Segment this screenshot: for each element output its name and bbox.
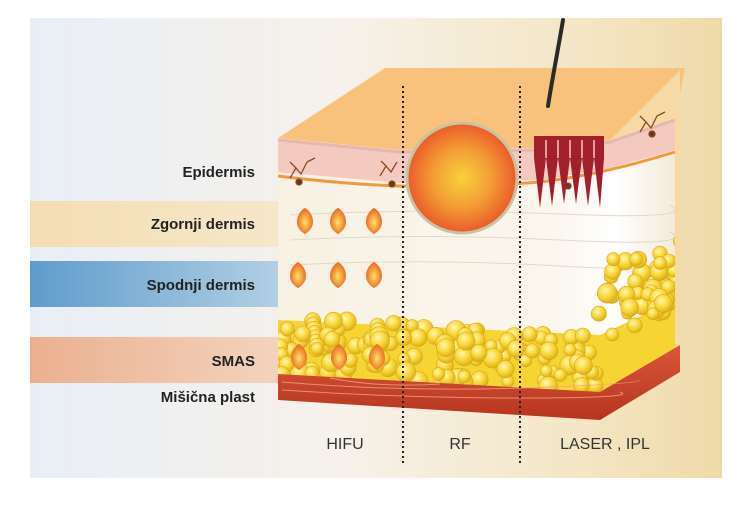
- hifu-thermal-points: [290, 208, 385, 370]
- lower-dermis-band: [30, 261, 300, 307]
- fat-cell: [521, 326, 538, 343]
- fat-cell: [606, 252, 621, 267]
- fat-cell: [539, 341, 559, 361]
- fat-cell: [605, 327, 620, 342]
- melanocytes: [289, 111, 666, 190]
- fat-cell: [673, 234, 675, 248]
- block-top-face: [278, 68, 685, 150]
- method-laser-ipl: LASER , IPL: [560, 436, 650, 453]
- label-smas: SMAS: [211, 353, 255, 370]
- laser-treatment-zone: [534, 136, 604, 208]
- method-hifu: HIFU: [326, 436, 364, 453]
- fat-cell: [653, 256, 667, 270]
- fat-cell: [620, 298, 639, 317]
- laser-probe: [546, 18, 565, 108]
- fat-cell: [310, 342, 324, 355]
- fat-cell: [496, 360, 515, 379]
- fat-cell: [563, 343, 577, 357]
- muscle-fibers: [281, 377, 641, 399]
- fat-cell: [629, 252, 644, 266]
- fat-cell: [279, 321, 295, 337]
- fat-cell: [574, 356, 593, 375]
- fat-cell: [457, 369, 471, 384]
- label-muscle-layer: Mišična plast: [160, 389, 255, 406]
- muscle-layer: [278, 345, 680, 420]
- upper-dermis-band: [30, 201, 300, 247]
- fat-cell: [653, 293, 673, 313]
- method-rf: RF: [449, 436, 471, 453]
- label-lower-dermis: Spodnji dermis: [146, 277, 255, 294]
- fat-cell: [539, 364, 553, 378]
- fat-cell: [385, 315, 402, 332]
- fat-cell: [553, 368, 567, 382]
- fat-cell: [596, 283, 618, 304]
- fat-cell: [574, 327, 591, 344]
- label-upper-dermis: Zgornji dermis: [150, 216, 255, 233]
- smas-band: [30, 337, 300, 383]
- fat-cell: [431, 367, 446, 381]
- fat-cell: [456, 331, 476, 351]
- fat-cell: [626, 317, 643, 334]
- rf-heat-zone: [405, 121, 519, 235]
- fat-cell: [470, 344, 488, 362]
- label-epidermis: Epidermis: [182, 164, 255, 181]
- fat-cell: [323, 330, 341, 348]
- fat-cell: [436, 338, 456, 358]
- fat-cell: [524, 343, 540, 359]
- fat-cell: [590, 305, 607, 322]
- fat-cell: [646, 307, 660, 321]
- fat-cell: [507, 339, 525, 358]
- fat-cell: [395, 361, 417, 382]
- fat-cell: [294, 325, 312, 343]
